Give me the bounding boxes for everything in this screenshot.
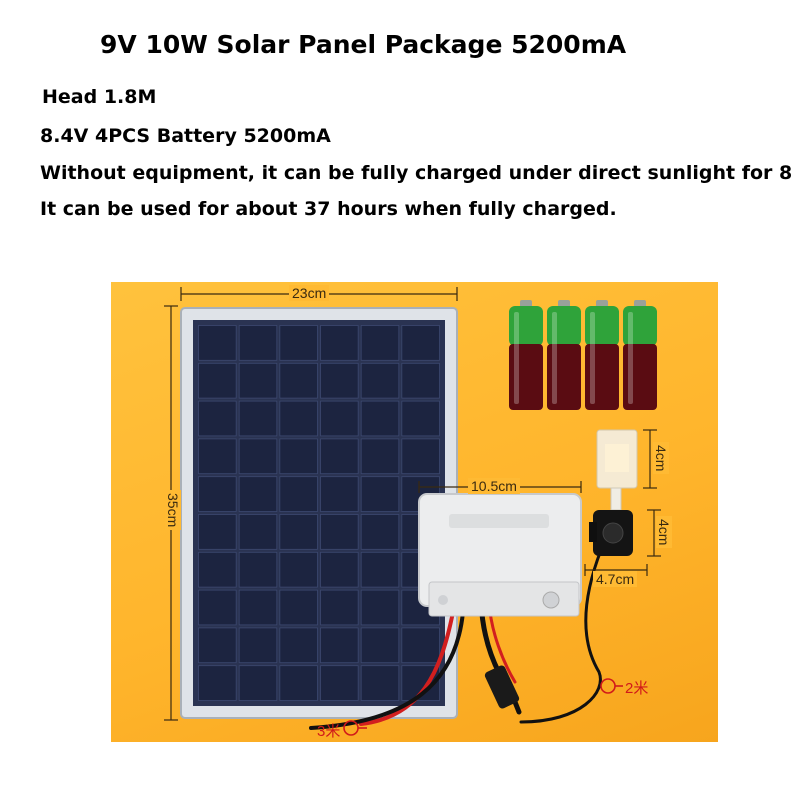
solar-cell [401, 438, 440, 475]
spec-head: Head 1.8M [42, 86, 157, 108]
solar-panel [180, 307, 458, 719]
solar-cell [360, 476, 400, 512]
nozzle-height-label: 4cm [653, 442, 669, 475]
solar-cell [238, 551, 278, 588]
solar-cell [238, 627, 278, 664]
spec-runtime: It can be used for about 37 hours when f… [40, 198, 617, 220]
spec-charge-time: Without equipment, it can be fully charg… [40, 162, 793, 184]
cable-length-pump: 2米 [625, 680, 649, 697]
solar-cell [320, 589, 359, 626]
pump-height-dimension [647, 509, 661, 557]
solar-cell [279, 400, 318, 437]
solar-cell [279, 476, 318, 512]
solar-cell [238, 362, 278, 399]
solar-cell [238, 400, 278, 437]
solar-cell [401, 325, 440, 361]
solar-cell [198, 551, 237, 588]
solar-cell [360, 325, 400, 361]
solar-cell [320, 438, 359, 475]
pump-width-label: 4.7cm [593, 571, 638, 587]
solar-cell [198, 665, 237, 701]
solar-cell [320, 627, 359, 664]
solar-cell [320, 665, 359, 701]
solar-cell [279, 362, 318, 399]
solar-cell [360, 589, 400, 626]
battery [585, 300, 619, 410]
solar-cell [279, 551, 318, 588]
solar-cell [360, 551, 400, 588]
solar-cell [401, 362, 440, 399]
page-title: 9V 10W Solar Panel Package 5200mA [100, 30, 627, 59]
solar-cell [279, 589, 318, 626]
solar-cell [320, 476, 359, 512]
solar-cell [238, 476, 278, 512]
solar-cell [320, 400, 359, 437]
solar-cell [279, 438, 318, 475]
solar-cell [320, 362, 359, 399]
solar-cell [401, 627, 440, 664]
solar-cell [279, 514, 318, 550]
pump-width-dimension [584, 564, 648, 576]
solar-cell [360, 438, 400, 475]
product-illustration [164, 287, 661, 736]
batteries [509, 300, 657, 410]
water-pump [589, 510, 633, 556]
solar-cell [360, 400, 400, 437]
solar-cell [360, 362, 400, 399]
solar-cell [238, 514, 278, 550]
solar-cell [279, 627, 318, 664]
battery-box [418, 493, 582, 617]
cable-connector [484, 665, 520, 709]
cable-length-panel: 3米 [317, 723, 341, 740]
battery [547, 300, 581, 410]
pump-height-label: 4cm [656, 516, 672, 549]
solar-cell [401, 400, 440, 437]
panel-width-label: 23cm [289, 285, 330, 301]
solar-cell [360, 665, 400, 701]
solar-cell [320, 551, 359, 588]
fountain-nozzle [596, 429, 638, 511]
solar-cell [279, 325, 318, 361]
solar-cell [360, 514, 400, 550]
solar-cell [360, 627, 400, 664]
solar-cell [238, 665, 278, 701]
solar-cell [198, 325, 237, 361]
battery [509, 300, 543, 410]
solar-cell [198, 438, 237, 475]
solar-cell [238, 589, 278, 626]
solar-cell [320, 514, 359, 550]
nozzle-height-dimension [643, 429, 657, 489]
solar-cell [238, 325, 278, 361]
product-photo: 23cm 35cm 10.5cm 4cm 4cm 4.7cm 3米 2米 [111, 282, 718, 742]
solar-cell [198, 362, 237, 399]
solar-cell [198, 476, 237, 512]
panel-height-label: 35cm [165, 490, 181, 531]
solar-cell [198, 514, 237, 550]
battery [623, 300, 657, 410]
cable-marker-2m [600, 678, 616, 694]
box-width-label: 10.5cm [468, 478, 520, 494]
solar-cell [198, 589, 237, 626]
pump-cable [519, 548, 603, 724]
solar-cell [198, 627, 237, 664]
solar-cell [198, 400, 237, 437]
spec-battery: 8.4V 4PCS Battery 5200mA [40, 125, 331, 147]
solar-cell [238, 438, 278, 475]
solar-cell [320, 325, 359, 361]
solar-cell [279, 665, 318, 701]
